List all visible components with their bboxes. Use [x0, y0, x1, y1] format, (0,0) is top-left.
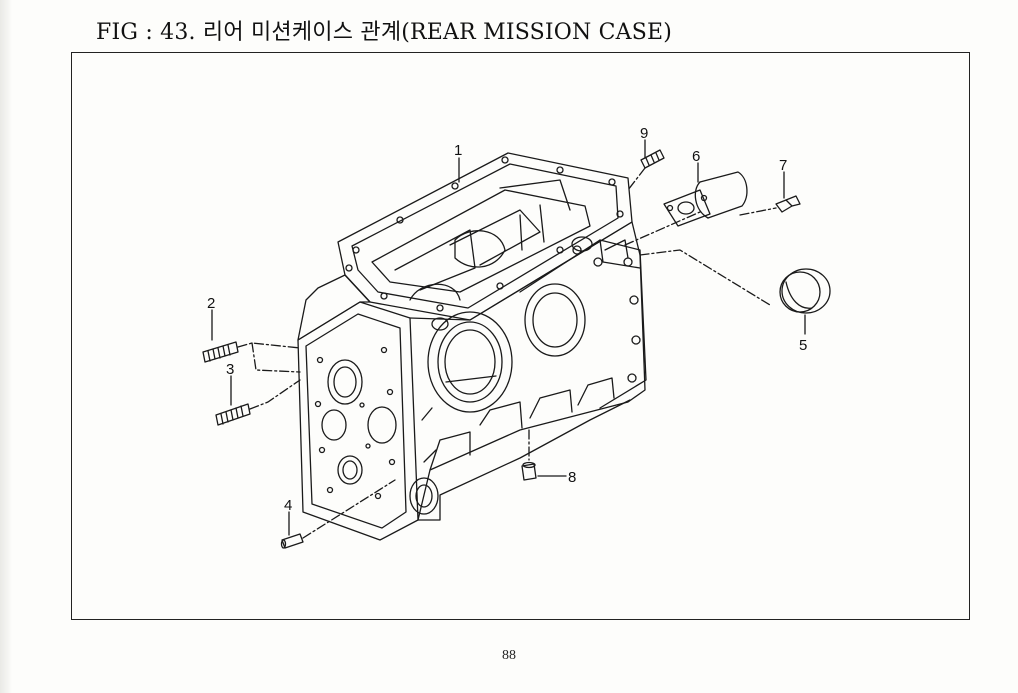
page-number: 88	[502, 648, 516, 663]
figure-title: FIG : 43. 리어 미션케이스 관계(REAR MISSION CASE)	[96, 20, 673, 45]
callout-6: 6	[692, 148, 700, 165]
callout-4: 4	[284, 497, 292, 514]
part-5-oil-seal[interactable]	[639, 249, 831, 335]
callout-7: 7	[779, 157, 787, 174]
part-2-stud-bolt[interactable]	[202, 309, 301, 373]
callout-8: 8	[568, 469, 576, 486]
part-9-stud[interactable]	[627, 139, 665, 191]
page-binding-shadow	[0, 0, 12, 693]
diagram-frame	[71, 52, 970, 620]
part-3-stud-bolt[interactable]	[215, 375, 301, 426]
callout-5: 5	[799, 337, 807, 354]
callout-2: 2	[207, 295, 215, 312]
part-1-mission-case[interactable]	[297, 152, 647, 541]
callout-9: 9	[640, 125, 648, 142]
part-6-housing-cover[interactable]	[624, 162, 748, 246]
callout-1: 1	[454, 142, 462, 159]
callout-3: 3	[226, 361, 234, 378]
part-7-bolt[interactable]	[739, 171, 801, 216]
part-4-dowel-pin[interactable]	[280, 479, 396, 549]
part-8-drain-plug[interactable]	[521, 429, 567, 481]
